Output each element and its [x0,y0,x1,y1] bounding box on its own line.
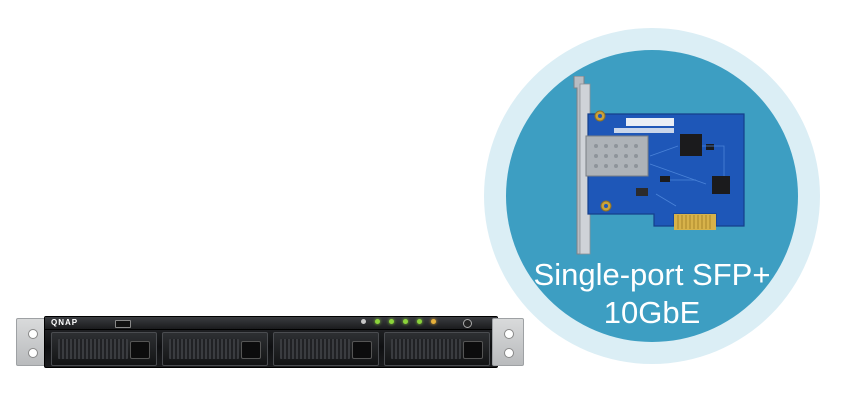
drive-bay [384,332,490,366]
network-card-illustration [573,76,745,255]
status-leds [361,319,436,324]
rack-mount-hole [28,348,38,358]
rack-ear-left [16,318,48,366]
rack-mount-hole [504,348,514,358]
led-icon [361,319,366,324]
tray-latch-icon [352,341,372,359]
tray-latch-icon [130,341,150,359]
drive-bay [273,332,379,366]
nas-chassis: QNAP [44,316,498,368]
front-panel-strip: QNAP [45,317,497,330]
power-button-icon [463,319,472,328]
led-icon [375,319,380,324]
rack-mount-hole [504,329,514,339]
tray-latch-icon [241,341,261,359]
led-icon [403,319,408,324]
usb-port-icon [115,320,131,328]
led-icon [431,319,436,324]
nas-rack-unit: QNAP [16,316,524,368]
rack-ear-right [492,318,524,366]
feature-caption-line2: 10GbE [603,295,701,330]
brand-logo: QNAP [51,318,79,327]
led-icon [417,319,422,324]
drive-bay [162,332,268,366]
feature-caption-line1: Single-port SFP+ [533,257,771,292]
rack-mount-hole [28,329,38,339]
led-icon [389,319,394,324]
drive-bay [51,332,157,366]
tray-latch-icon [463,341,483,359]
